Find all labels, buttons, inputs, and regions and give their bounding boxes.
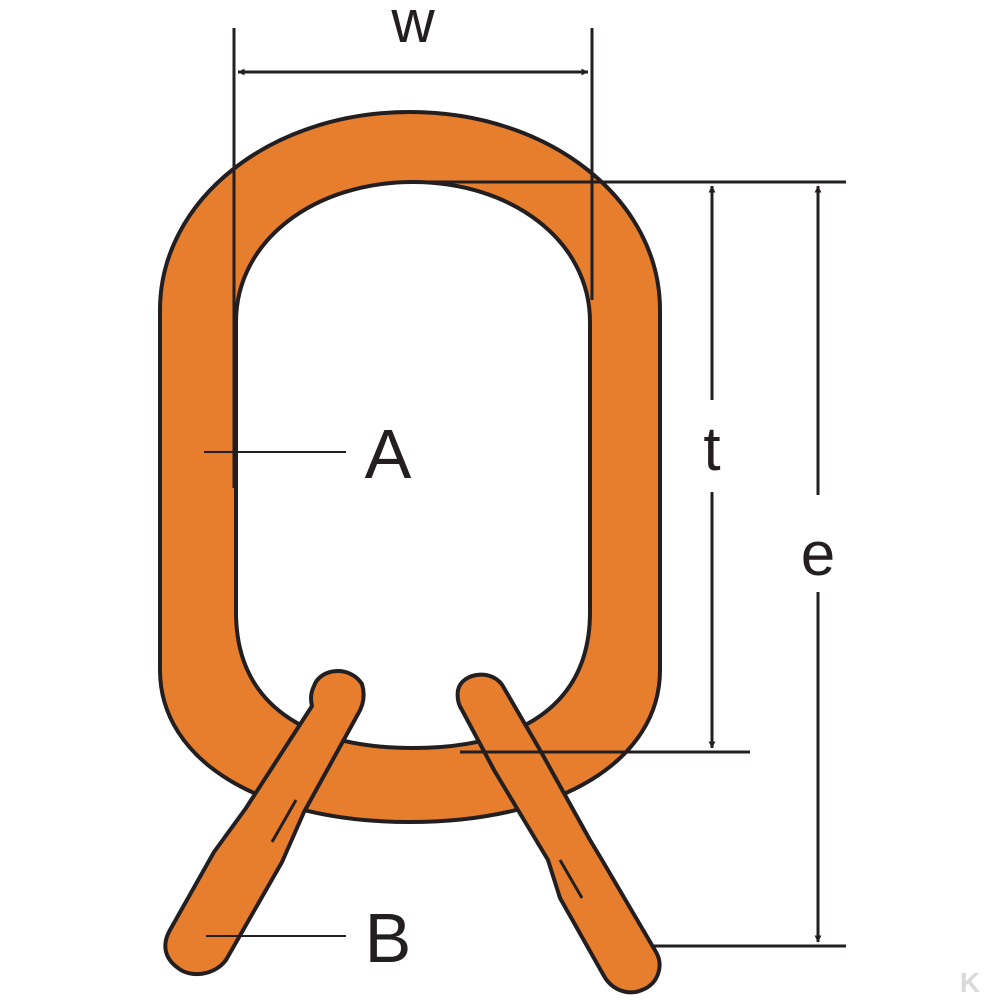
dimension-w: w: [232, 0, 594, 488]
sub-link-right: [455, 672, 662, 995]
watermark-logo: K: [960, 967, 980, 998]
dimension-e: e: [652, 185, 846, 948]
dimension-t: t: [412, 180, 846, 754]
dimension-e-label: e: [801, 520, 835, 589]
sub-link-left-groove: [270, 799, 298, 843]
part-a-label: A: [365, 415, 412, 493]
dimension-t-label: t: [703, 415, 720, 484]
callout-a: A: [204, 415, 412, 493]
dimension-w-label: w: [390, 0, 435, 55]
sub-link-right-groove: [558, 859, 584, 899]
sub-link-left: [163, 669, 366, 977]
part-b-label: B: [365, 899, 412, 977]
callout-b: B: [206, 899, 411, 977]
